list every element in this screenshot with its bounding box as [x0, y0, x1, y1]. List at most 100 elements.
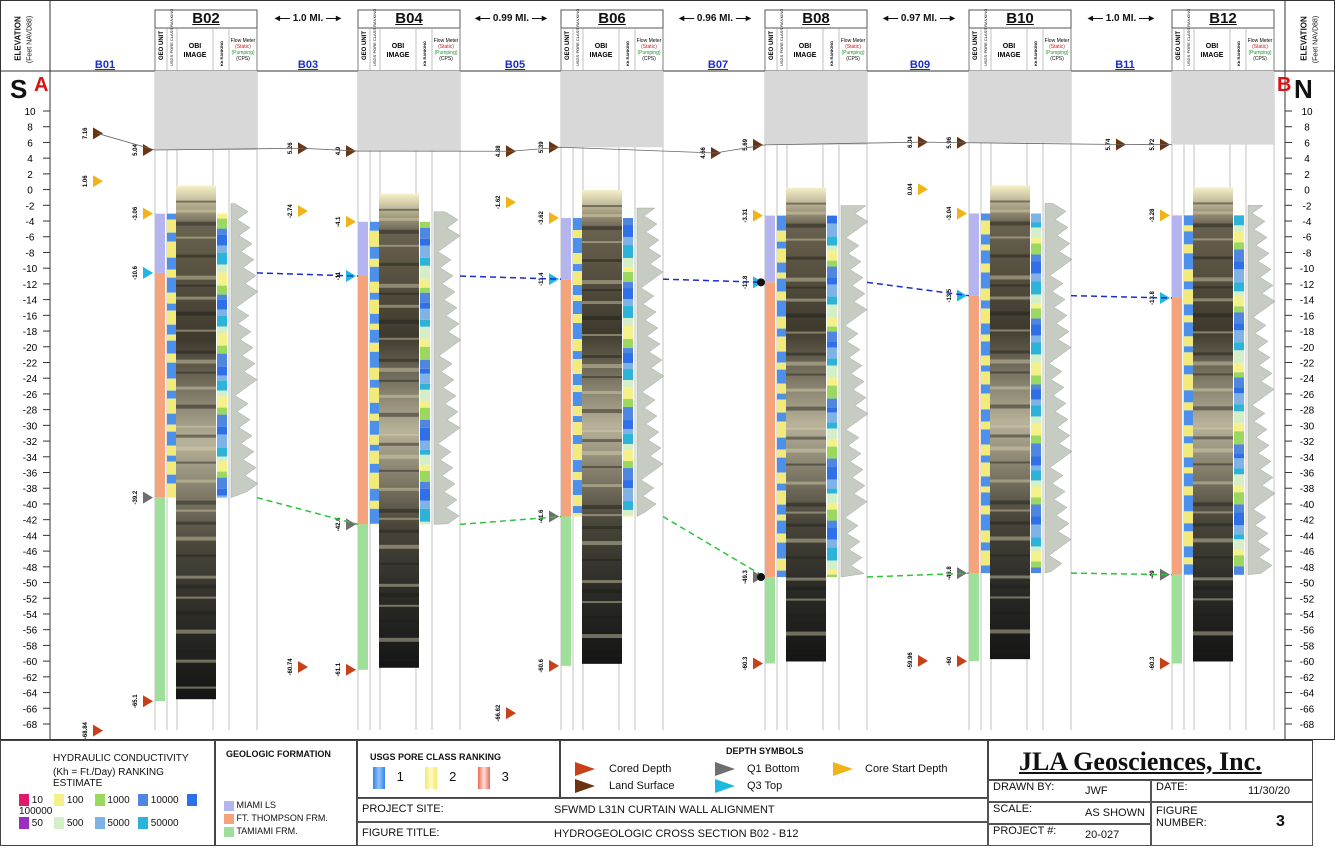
flow-units: (CPS)	[439, 56, 453, 62]
kh-band	[1234, 249, 1244, 262]
pore-band	[573, 480, 582, 496]
obi-texture	[990, 584, 1030, 589]
obi-texture	[1193, 481, 1233, 485]
kh-band	[623, 267, 633, 273]
kh-band	[1031, 497, 1041, 505]
left-tick-label: -16	[23, 311, 38, 322]
kh-band	[623, 488, 633, 502]
obi-texture	[786, 373, 826, 376]
miami-ls-bar	[358, 221, 368, 277]
right-tick-label: -6	[1303, 233, 1312, 244]
obi-texture	[176, 329, 216, 332]
pore-band	[370, 367, 379, 380]
tamiami-swatch	[224, 826, 234, 837]
obi-texture	[1193, 511, 1233, 514]
kh-band	[827, 503, 837, 510]
q3-correlation-line	[866, 281, 970, 297]
pore-band	[573, 301, 582, 315]
scale-value: AS SHOWN	[1085, 807, 1145, 819]
kh-band	[217, 345, 227, 354]
geologic-title: GEOLOGIC FORMATION	[226, 749, 331, 759]
pore-items: 1 2 3	[373, 767, 509, 789]
kh-band	[1031, 486, 1041, 498]
obi-texture	[786, 586, 826, 591]
obi-texture	[176, 221, 216, 226]
boring-label-b10[interactable]: B10	[1006, 10, 1034, 27]
cored-value: -60	[947, 656, 953, 665]
pore-band	[1184, 315, 1193, 323]
right-tick-label: -48	[1300, 563, 1315, 574]
right-tick-label: -16	[1300, 311, 1315, 322]
kh-band	[420, 257, 430, 266]
miami-ls-bar	[561, 218, 571, 280]
obi-image	[379, 193, 419, 668]
boring-label-b02[interactable]: B02	[192, 10, 220, 27]
obi-texture	[379, 454, 419, 459]
kh-band	[1031, 504, 1041, 517]
boring-link-b07[interactable]: B07	[707, 59, 729, 71]
obi-texture	[990, 221, 1030, 226]
kh-band	[827, 266, 837, 278]
pore-band	[777, 248, 786, 263]
boring-label-b06[interactable]: B06	[598, 10, 626, 27]
obi-texture	[582, 451, 622, 456]
kh-band	[623, 501, 633, 511]
boring-link-b11[interactable]: B11	[1115, 59, 1135, 71]
figure-number-label: FIGURE NUMBER:	[1156, 805, 1207, 829]
kh-band	[420, 319, 430, 327]
flow-pumping: (Pumping)	[637, 50, 660, 56]
kh-band	[217, 326, 227, 334]
pore-band	[573, 351, 582, 360]
boring-label-b08[interactable]: B08	[802, 10, 830, 27]
obi-texture	[1193, 388, 1233, 392]
obi-texture	[990, 236, 1030, 239]
pore-band	[981, 341, 990, 356]
q3-correlation-line	[1070, 294, 1173, 299]
pore-band	[370, 292, 379, 300]
kh-band	[623, 348, 633, 354]
kh-item: 5000	[94, 817, 130, 829]
core-start-marker	[957, 207, 967, 220]
pore-band	[573, 264, 582, 272]
flow-static: (Static)	[1049, 44, 1065, 50]
kh-band	[1234, 458, 1244, 469]
kh-band	[420, 407, 430, 420]
q1-correlation-line	[1070, 572, 1173, 576]
kh-band	[217, 272, 227, 286]
kh-band	[217, 434, 227, 448]
ft-thompson-bar	[1172, 298, 1182, 575]
kh-band	[623, 444, 633, 451]
depth-symbols-legend: DEPTH SYMBOLS Cored Depth Q1 Bottom Core…	[560, 740, 988, 798]
boring-link-b05[interactable]: B05	[504, 59, 526, 71]
pore-band	[981, 250, 990, 264]
obi-texture	[786, 613, 826, 617]
right-tick-label: 2	[1304, 170, 1310, 181]
section-start-marker: A	[34, 74, 49, 96]
left-tick-label: -30	[23, 421, 38, 432]
pore-band	[777, 336, 786, 352]
pore-band	[981, 530, 990, 543]
boring-label-b04[interactable]: B04	[395, 10, 423, 27]
obi-texture	[379, 229, 419, 234]
boring-link-b01[interactable]: B01	[94, 59, 116, 71]
boring-link-b09[interactable]: B09	[909, 59, 931, 71]
boring-b04	[357, 9, 462, 730]
pore-band	[1184, 352, 1193, 366]
distance-b10-b12-text: 1.0 MI.	[1105, 13, 1137, 24]
pore-class-header: USGS PORE CLASS RANKING	[983, 9, 988, 66]
kh-band	[217, 471, 227, 478]
section-end-marker: B	[1277, 74, 1292, 96]
q3-top-icon	[715, 779, 735, 793]
pore-band	[370, 523, 379, 525]
obi-header: IMAGE	[184, 52, 207, 59]
miami-swatch	[224, 800, 234, 811]
core-start-marker	[346, 215, 356, 228]
core-start-value: -3.31	[743, 208, 749, 222]
boring-link-b03[interactable]: B03	[297, 59, 319, 71]
obi-texture	[582, 514, 622, 517]
kh-band	[623, 318, 633, 327]
boring-label-b12[interactable]: B12	[1209, 10, 1237, 27]
obi-texture	[582, 634, 622, 639]
pore-band	[1184, 564, 1193, 575]
kh-item: 50000	[138, 817, 179, 829]
